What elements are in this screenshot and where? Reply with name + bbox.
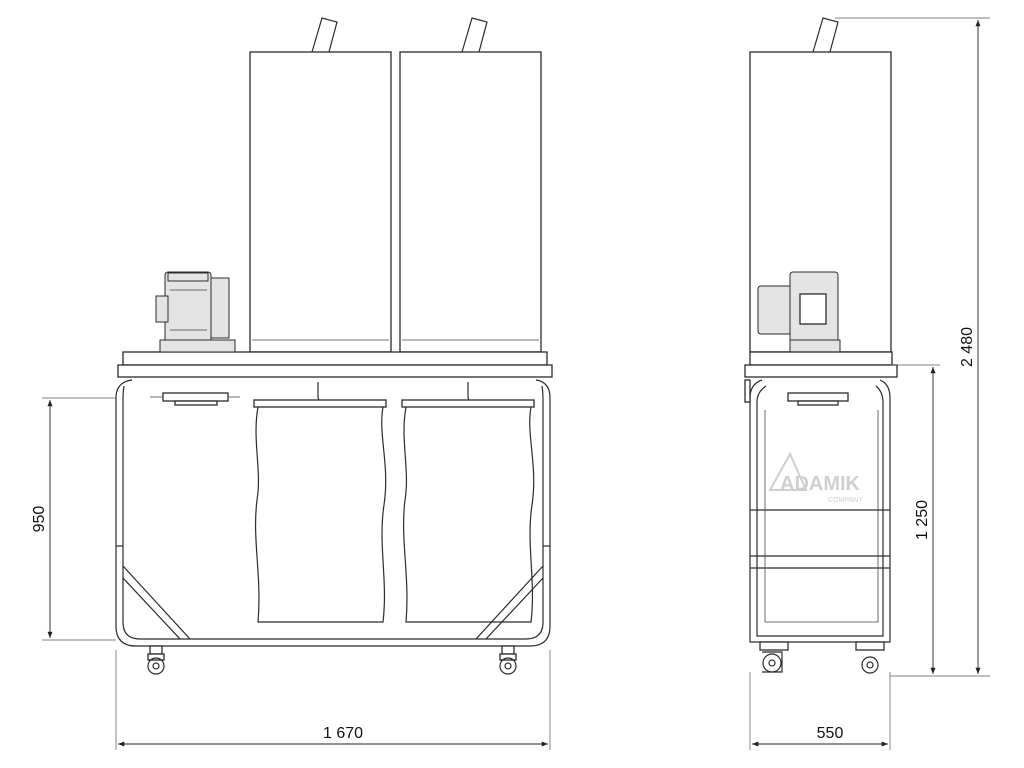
frame-side bbox=[744, 379, 891, 643]
front-view bbox=[115, 17, 553, 675]
dim-label-width-side: 550 bbox=[817, 725, 844, 742]
exhaust-pipe-left bbox=[311, 17, 338, 53]
fan-outlet-side bbox=[787, 392, 849, 406]
filter-bag-right bbox=[401, 399, 535, 623]
exhaust-pipe-right bbox=[461, 17, 488, 53]
filter-housing-right bbox=[399, 51, 542, 353]
caster-side-left bbox=[759, 641, 789, 673]
dimension-height-side: 1 250 bbox=[890, 364, 990, 677]
frame-front bbox=[115, 379, 551, 655]
dimension-height-front: 950 bbox=[31, 397, 116, 641]
bag-hooks bbox=[317, 382, 473, 402]
motor-side bbox=[757, 271, 841, 353]
caster-front-left bbox=[147, 653, 165, 675]
filter-bag-left bbox=[253, 399, 387, 623]
logo-brand: ADAMIK bbox=[780, 473, 861, 495]
fan-outlet-front bbox=[150, 392, 240, 406]
exhaust-pipe-side bbox=[812, 17, 839, 53]
dim-label-total-height: 2 480 bbox=[959, 327, 976, 367]
top-plate bbox=[117, 351, 553, 378]
adamik-logo: ADAMIK COMPANY bbox=[768, 451, 863, 504]
dimension-width-front: 1 670 bbox=[115, 650, 551, 750]
top-plate-side bbox=[744, 351, 898, 378]
motor-front bbox=[155, 271, 236, 353]
caster-side-right bbox=[855, 641, 885, 674]
filter-bag-side bbox=[764, 410, 879, 623]
side-view: ADAMIK COMPANY bbox=[744, 17, 898, 674]
dim-label-width-front: 1 670 bbox=[323, 725, 363, 742]
dim-label-height-side: 1 250 bbox=[914, 500, 931, 540]
filter-housing-left bbox=[249, 51, 392, 353]
dimension-total-height: 2 480 bbox=[835, 17, 990, 674]
dim-label-height-front: 950 bbox=[31, 506, 48, 533]
dimension-width-side: 550 bbox=[749, 672, 891, 750]
logo-sub: COMPANY bbox=[828, 497, 863, 504]
caster-front-right bbox=[499, 653, 517, 675]
